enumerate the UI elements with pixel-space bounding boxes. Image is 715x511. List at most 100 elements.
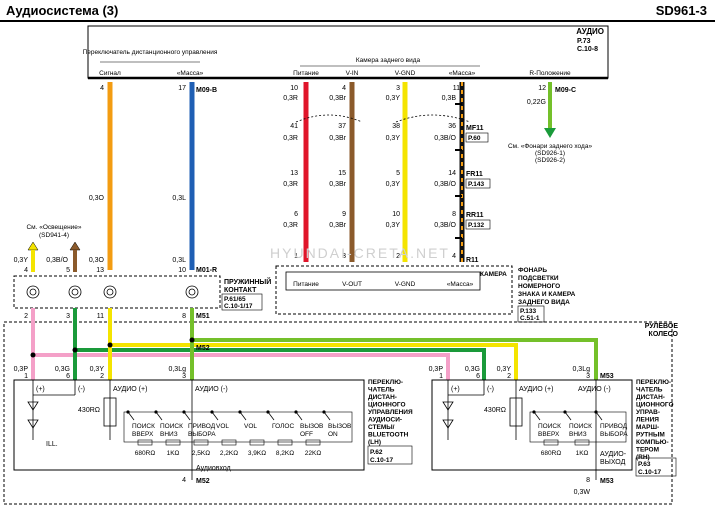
wire-label-brown-3: 0,3Br xyxy=(329,181,346,188)
ls-button-top: ПРИВОД xyxy=(188,423,216,430)
ref-light-sub: (SD941-4) xyxy=(39,232,69,239)
rr11-pin-0: 6 xyxy=(294,211,298,218)
ls-button-top: ГОЛОС xyxy=(272,423,294,430)
wire-label-red-2: 0,3R xyxy=(283,135,298,142)
wire-label-pink: 0,3P xyxy=(14,366,29,373)
m51-pin-3: 8 xyxy=(182,313,186,320)
ls-name-line: ЦИОННОГО xyxy=(368,402,406,409)
watermark: HYUNDAI-CRETA.NET xyxy=(270,245,450,261)
camera-pin-vgnd: V-GND xyxy=(395,281,416,288)
ls-plus: (+) xyxy=(36,386,45,393)
ref-lamp-sub1: (SD926-1) xyxy=(535,150,565,157)
right-switch-box xyxy=(431,379,633,471)
camera-label-5: ЗАДНЕГО ВИДА xyxy=(518,299,570,306)
camera-label-1: ФОНАРЬ xyxy=(518,267,547,274)
connector-m09c: M09-C xyxy=(555,87,576,94)
connector-fr11-row: 13 15 5 14 FR11 P.143 0,3R 0,3Br 0,3Y 0,… xyxy=(283,170,491,189)
page-header: Аудиосистема (3) SD961-3 xyxy=(0,0,715,22)
ls-resistor xyxy=(221,439,237,446)
ls-buttons: ПОИСКВВЕРХ680RΩПОИСКВНИЗ1KΩПРИВОДВЫБОРА2… xyxy=(126,410,351,457)
ls-resistor-value: 2,5KΩ xyxy=(192,450,210,457)
ls-resistor xyxy=(305,439,321,446)
pin-num-rpos: 12 xyxy=(538,85,546,92)
rs-button-top: ПРИВОД xyxy=(600,423,628,430)
fr11-pin-2: 5 xyxy=(396,170,400,177)
ls-button-top: VOL xyxy=(244,423,257,430)
page-title: Аудиосистема (3) xyxy=(6,3,119,18)
rs-button-top: ПОИСК xyxy=(569,423,592,430)
wire-label-lg-r: 0,3Lg xyxy=(572,366,590,373)
connector-rr11-row: 6 9 10 8 RR11 P.132 0,3R 0,3Br 0,3Y 0,3B… xyxy=(283,211,491,230)
audio-unit-box xyxy=(87,25,609,79)
rs-ref-p: P.63 xyxy=(638,461,651,468)
ls-name-line: ДИСТАН- xyxy=(368,394,397,401)
wire-label-red-4: 0,3R xyxy=(283,222,298,229)
fr11-pin-0: 13 xyxy=(290,170,298,177)
ls-button-bottom: ВЫБОРА xyxy=(188,431,216,438)
ls-button-top: VOL xyxy=(216,423,229,430)
ls-resistor-value: 22KΩ xyxy=(305,450,322,457)
ls-switch-blade xyxy=(211,411,219,421)
rs-resistor xyxy=(574,439,590,446)
mf11-pin-0: 41 xyxy=(290,123,298,130)
spring-coils xyxy=(26,285,199,299)
ls-switch-blade xyxy=(239,411,247,421)
ls-resistor-value: 680RΩ xyxy=(135,450,156,457)
wire-label-green-rpos: 0,22G xyxy=(527,99,546,106)
wire-label-lg: 0,3Lg xyxy=(168,366,186,373)
rr11-ref: P.132 xyxy=(468,222,485,229)
rs-minus: (-) xyxy=(487,386,494,393)
wire-label-orange-2: 0,3O xyxy=(89,257,105,264)
ls-ref-c: C.10-17 xyxy=(370,457,394,464)
rr11-pin-1: 9 xyxy=(342,211,346,218)
mf11-pin-1: 37 xyxy=(338,123,346,130)
spring-ref-c: C.10-1/17 xyxy=(224,303,253,310)
steering-label-1: РУЛЕВОЕ xyxy=(645,323,679,330)
ls-button-top: ВЫЗОВ xyxy=(328,423,351,430)
rs-button-ladder xyxy=(529,411,627,443)
spring-ref-p: P.61/65 xyxy=(224,296,246,303)
ls-pin-2: 2 xyxy=(100,373,104,380)
wire-label-blue: 0,3L xyxy=(172,195,186,202)
connector-mf11-row: 41 37 38 36 MF11 P.60 0,3R 0,3Br 0,3Y 0,… xyxy=(283,114,489,143)
rs-pin-2: 2 xyxy=(507,373,511,380)
pin-num-vgnd: 3 xyxy=(396,85,400,92)
wire-label-yellow-4: 0,3Y xyxy=(386,222,401,229)
ls-audio-minus: АУДИО (-) xyxy=(195,386,228,393)
pin-vin-label: V-IN xyxy=(346,70,359,77)
pin-num-ground: 17 xyxy=(178,85,186,92)
wire-lightgreen xyxy=(190,308,598,380)
rs-name-line: КОМПЬЮ- xyxy=(636,439,669,446)
fr11-label: FR11 xyxy=(466,171,483,178)
ref-light-text: См. «Освещение» xyxy=(26,224,81,231)
m01r-pin-0: 4 xyxy=(24,267,28,274)
r11-pin-3: 4 xyxy=(452,253,456,260)
ls-name-line: ПЕРЕКЛЮ- xyxy=(368,379,403,386)
rs-switch-blade xyxy=(533,411,541,421)
wire-label-yellow-3: 0,3Y xyxy=(386,181,401,188)
m51-pin-2: 11 xyxy=(97,313,104,320)
ls-switch-blade xyxy=(127,411,135,421)
m52-bottom-label: M52 xyxy=(196,478,210,485)
rs-pin-0: 1 xyxy=(439,373,443,380)
camera-label-2: ПОДСВЕТКИ xyxy=(518,275,559,282)
rs-name-line: РУТНЫМ xyxy=(636,432,665,439)
rs-button-bottom: ВНИЗ xyxy=(569,431,587,438)
mf11-label: MF11 xyxy=(466,125,484,132)
rs-switch-blade xyxy=(595,411,603,421)
group-remote-label-text: Переключатель дистанционного управления xyxy=(83,49,218,56)
mf11-pin-3: 36 xyxy=(448,123,456,130)
wire-label-illum-y: 0,3Y xyxy=(14,257,29,264)
wire-label-bo-4: 0,3B/O xyxy=(434,222,456,229)
rr11-pin-2: 10 xyxy=(392,211,400,218)
wire-label-brown-1: 0,3Br xyxy=(329,95,346,102)
ls-pin-1: 6 xyxy=(66,373,70,380)
ls-name: ПЕРЕКЛЮ-ЧАТЕЛЬДИСТАН-ЦИОННОГОУПРАВЛЕНИЯА… xyxy=(368,379,413,446)
rs-name-line: ТЕРОМ xyxy=(636,447,659,454)
ground-ticks xyxy=(455,103,462,239)
camera-pin-ground: «Масса» xyxy=(447,281,474,288)
spring-label-2: КОНТАКТ xyxy=(224,287,257,294)
m53-label: M53 xyxy=(600,373,614,380)
ls-switch-blade xyxy=(295,411,303,421)
rs-name-line: ЦИОННОГО xyxy=(636,402,674,409)
